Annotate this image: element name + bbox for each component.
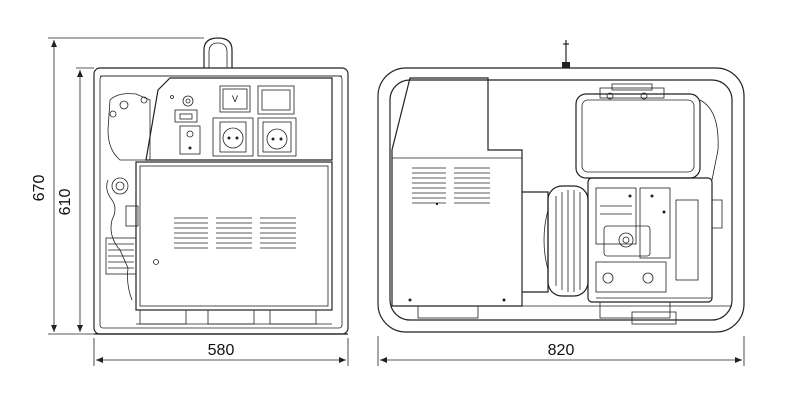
lifting-handle [203, 37, 233, 68]
flywheel [522, 185, 589, 297]
voltmeter-label: V [232, 94, 238, 104]
engine-side-parts [105, 93, 151, 301]
height-610-label: 610 [57, 189, 74, 216]
side-vent-right [454, 167, 490, 204]
front-dimensions: 670 610 580 [31, 37, 349, 366]
height-670-label: 670 [31, 175, 48, 202]
socket-right [257, 117, 297, 157]
lifting-hook [562, 40, 570, 68]
length-820-label: 820 [548, 342, 575, 359]
control-panel: V [145, 77, 333, 161]
engine [575, 83, 723, 303]
vent-right [260, 217, 296, 249]
side-frame [377, 67, 745, 333]
alternator-housing [135, 161, 333, 311]
side-vent-left [412, 167, 446, 204]
side-alternator [391, 77, 523, 307]
side-base-mounts [392, 301, 732, 325]
vent-middle [216, 217, 252, 249]
vent-left [174, 217, 208, 249]
front-frame [93, 67, 349, 335]
socket-left [212, 117, 254, 157]
width-580-label: 580 [208, 342, 235, 359]
side-dimensions: 820 [377, 336, 745, 366]
base-mounts [136, 309, 332, 325]
voltmeter: V [219, 85, 251, 113]
front-view: V [93, 37, 349, 335]
side-view [377, 40, 745, 333]
